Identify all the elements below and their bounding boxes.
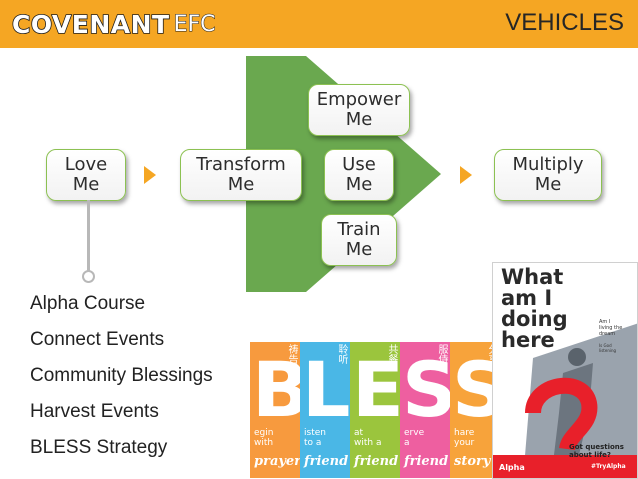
bless-key-word: prayer bbox=[254, 454, 300, 469]
bless-tile-l: L 聆听 isten to a friend bbox=[300, 342, 350, 478]
node-transform-me-label: Transform Me bbox=[196, 154, 286, 195]
bless-chinese-text: 共餐 bbox=[386, 344, 397, 364]
bless-chinese-text: 聆听 bbox=[336, 344, 347, 364]
bless-banner: B 祷告 egin with prayer L 聆听 isten to a fr… bbox=[250, 342, 500, 478]
alpha-poster: What am I doing here Am I living the dre… bbox=[492, 262, 638, 479]
poster-subline: Is God listening bbox=[599, 343, 617, 353]
slide-title: VEHICLES bbox=[505, 9, 624, 36]
bless-word: isten to a bbox=[304, 428, 326, 448]
poster-tagline: Am I living the dream bbox=[599, 319, 623, 337]
logo-sub-text: EFC bbox=[173, 11, 216, 37]
header-bar: COVENANT EFC VEHICLES bbox=[0, 0, 638, 48]
poster-hashtag: #TryAlpha bbox=[591, 463, 626, 470]
node-use-me-label: Use Me bbox=[342, 154, 376, 195]
bless-tile-b: B 祷告 egin with prayer bbox=[250, 342, 300, 478]
connector-dot bbox=[82, 270, 95, 283]
node-train-me: Train Me bbox=[321, 214, 397, 266]
node-multiply-me-label: Multiply Me bbox=[512, 154, 584, 195]
bless-key-word: friend bbox=[404, 454, 449, 469]
program-list: Alpha Course Connect Events Community Bl… bbox=[30, 292, 213, 472]
node-use-me: Use Me bbox=[324, 149, 394, 201]
program-community-blessings: Community Blessings bbox=[30, 365, 213, 386]
node-train-me-label: Train Me bbox=[337, 219, 381, 260]
bless-chinese-text: 分享 bbox=[486, 344, 497, 364]
node-empower-me: Empower Me bbox=[308, 84, 410, 136]
logo-main-text: COVENANT bbox=[11, 9, 170, 40]
node-love-me-label: Love Me bbox=[64, 154, 108, 195]
poster-artwork bbox=[493, 323, 637, 478]
connector-line bbox=[87, 200, 90, 272]
bless-letter: L bbox=[302, 345, 350, 434]
bless-word: egin with bbox=[254, 428, 274, 448]
bless-word: at with a bbox=[354, 428, 382, 448]
bless-chinese-text: 祷告 bbox=[286, 344, 297, 364]
program-bless-strategy: BLESS Strategy bbox=[30, 437, 168, 458]
bless-letter: E bbox=[352, 345, 400, 434]
bless-letter: B bbox=[252, 345, 300, 434]
node-multiply-me: Multiply Me bbox=[494, 149, 602, 201]
program-harvest-events: Harvest Events bbox=[30, 401, 159, 422]
poster-headline: What am I doing here bbox=[501, 265, 568, 352]
bless-key-word: friend bbox=[304, 454, 349, 469]
node-love-me: Love Me bbox=[46, 149, 126, 201]
covenant-efc-logo: COVENANT EFC bbox=[11, 9, 216, 40]
alpha-logo: Alpha bbox=[499, 463, 525, 472]
bless-key-word: story bbox=[454, 454, 491, 469]
program-alpha-course: Alpha Course bbox=[30, 293, 146, 314]
bless-letter: S bbox=[402, 345, 450, 434]
node-empower-me-label: Empower Me bbox=[316, 89, 402, 130]
poster-question: Got questions about life? bbox=[569, 443, 624, 459]
bless-chinese-text: 服侍 bbox=[436, 344, 447, 364]
bless-key-word: friend bbox=[354, 454, 399, 469]
bless-tile-s1: S 服侍 erve a friend bbox=[400, 342, 450, 478]
bless-word: erve a bbox=[404, 428, 425, 448]
node-transform-me: Transform Me bbox=[180, 149, 302, 201]
step-arrow-1 bbox=[144, 166, 156, 184]
step-arrow-2 bbox=[460, 166, 472, 184]
bless-word: hare your bbox=[454, 428, 475, 448]
program-connect-events: Connect Events bbox=[30, 329, 165, 350]
bless-tile-e: E 共餐 at with a friend bbox=[350, 342, 400, 478]
